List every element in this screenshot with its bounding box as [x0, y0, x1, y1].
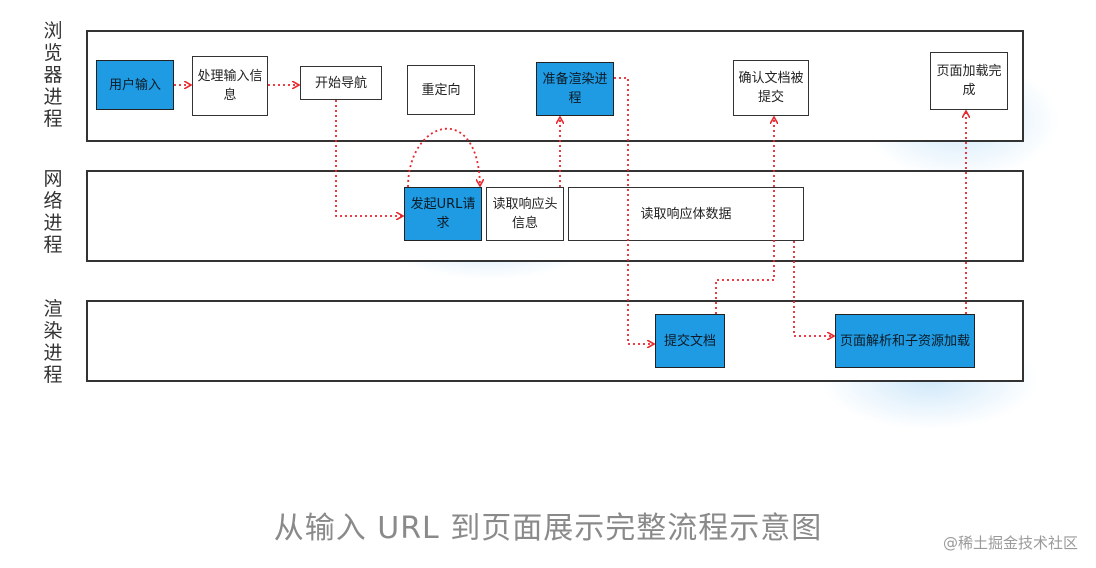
arrow-prepare-to-submit [614, 77, 653, 344]
node-submit-doc: 提交文档 [655, 314, 725, 368]
arrow-body-to-parse [793, 241, 833, 336]
lane-label-renderer: 渲染进程 [43, 298, 63, 386]
node-redirect: 重定向 [407, 65, 475, 115]
node-read-header: 读取响应头信息 [486, 187, 564, 241]
lane-label-network: 网络进程 [43, 168, 63, 256]
node-parse-page: 页面解析和子资源加载 [835, 314, 975, 368]
arrow-submit-to-confirm [715, 118, 774, 314]
lane-label-browser: 浏览器进程 [43, 20, 63, 130]
node-confirm-doc: 确认文档被提交 [733, 60, 809, 116]
arrow-nav-to-request [335, 100, 402, 216]
node-handle-input: 处理输入信息 [192, 56, 268, 116]
diagram-caption: 从输入 URL 到页面展示完整流程示意图 [273, 511, 823, 546]
node-page-done: 页面加载完成 [930, 52, 1008, 110]
node-read-body: 读取响应体数据 [568, 187, 804, 241]
watermark: @稀土掘金技术社区 [942, 534, 1078, 552]
node-prepare-render: 准备渲染进程 [536, 62, 614, 116]
node-user-input: 用户输入 [96, 60, 174, 110]
node-start-nav: 开始导航 [300, 66, 382, 100]
arrow-redirect-loop [407, 127, 480, 187]
node-url-request: 发起URL请求 [404, 187, 482, 241]
